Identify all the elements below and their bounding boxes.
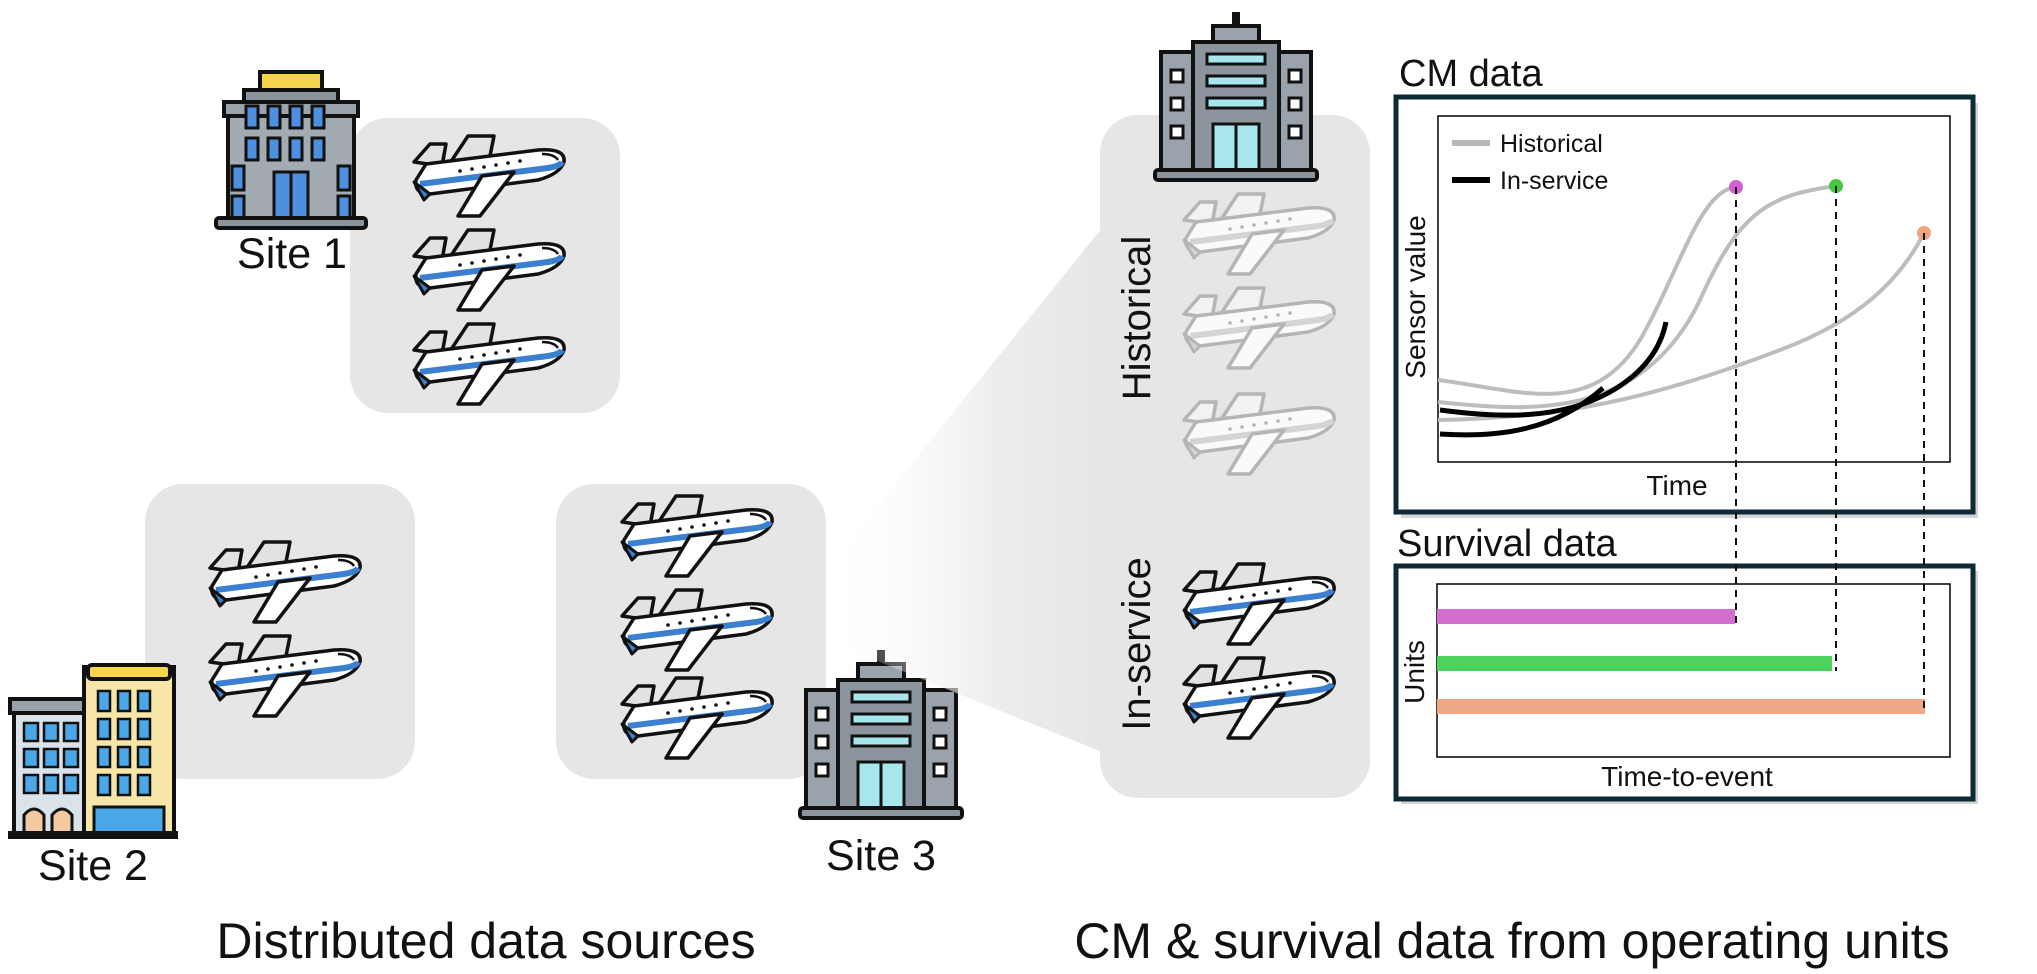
survival-chart: Survival data Time-to-event Units xyxy=(1393,523,1978,804)
cm-chart-legend: Historical In-service xyxy=(1452,130,1608,195)
site-2-group: Site 2 xyxy=(8,484,415,890)
site-1-group: Site 1 xyxy=(214,70,620,413)
cm-y-axis-label: Sensor value xyxy=(1400,215,1431,378)
site-2-fleet-panel xyxy=(145,484,415,779)
site-3-group: Site 3 xyxy=(556,484,964,880)
site-2-building-icon xyxy=(8,663,178,839)
fleet-group: Historical In-service xyxy=(1100,10,1370,798)
right-caption: CM & survival data from operating units xyxy=(1074,913,1949,969)
survival-chart-frame xyxy=(1393,563,1976,802)
site-2-label: Site 2 xyxy=(38,842,148,890)
cm-x-axis-label: Time xyxy=(1646,470,1707,501)
survival-x-axis-label: Time-to-event xyxy=(1601,761,1773,792)
cm-chart-title: CM data xyxy=(1399,53,1543,95)
survival-bar xyxy=(1437,609,1735,624)
survival-y-axis-label: Units xyxy=(1399,640,1430,704)
historical-degradation-curve xyxy=(1437,184,1837,410)
historical-group-label: Historical xyxy=(1115,236,1159,400)
cm-plot-area xyxy=(1437,115,1951,463)
legend-historical-label: Historical xyxy=(1500,130,1603,158)
survival-bar xyxy=(1437,656,1832,671)
site-1-building-icon xyxy=(214,70,368,230)
cm-chart-frame xyxy=(1393,94,1976,515)
site-3-label: Site 3 xyxy=(826,832,936,880)
left-caption: Distributed data sources xyxy=(216,913,755,969)
zoom-connector xyxy=(826,228,1102,752)
fleet-site-building-icon xyxy=(1153,10,1319,182)
survival-bar xyxy=(1437,699,1925,714)
legend-in-service-label: In-service xyxy=(1500,167,1608,195)
fleet-panel xyxy=(1100,115,1370,798)
historical-degradation-curve xyxy=(1437,185,1737,396)
survival-chart-title: Survival data xyxy=(1397,523,1618,565)
in-service-degradation-curve xyxy=(1439,321,1669,418)
in-service-group-label: In-service xyxy=(1115,557,1159,730)
site-1-label: Site 1 xyxy=(237,230,347,278)
cm-chart: CM data Historical In-service Time Senso… xyxy=(1393,53,1978,518)
in-service-degradation-curve xyxy=(1439,386,1605,438)
